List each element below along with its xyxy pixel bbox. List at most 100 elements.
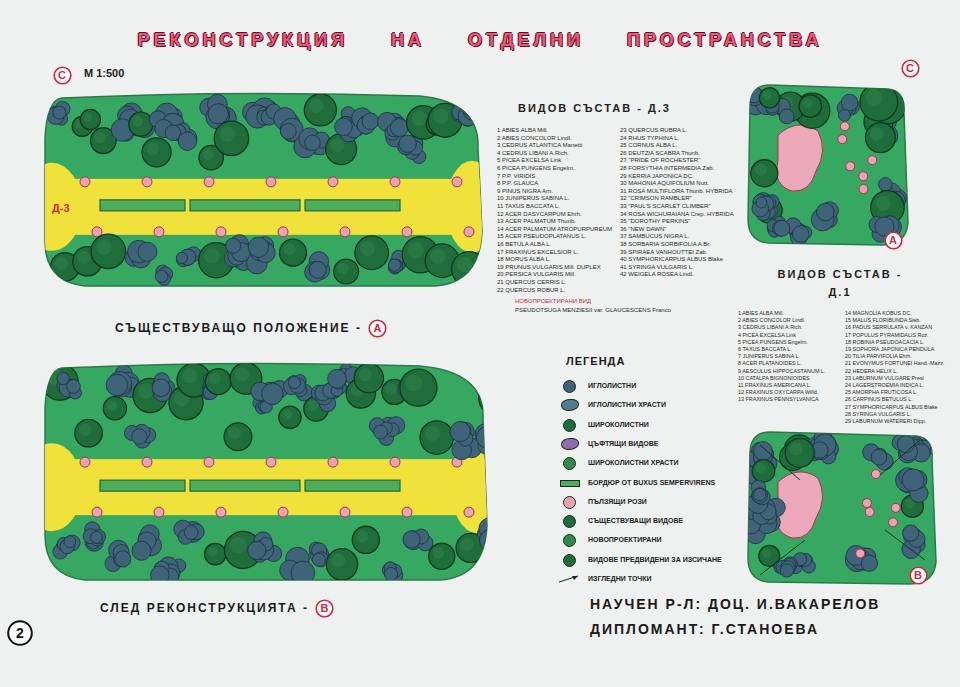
species-entry: 26 CARPINUS BETULUS L. — [845, 397, 913, 403]
species-entry: 36 "NEW DAWN" — [620, 226, 666, 232]
credit-line: НАУЧЕН Р-Л: ДОЦ. И.ВАКАРЕЛОВ — [590, 597, 880, 612]
buxus-border — [100, 480, 185, 491]
tree-highlight — [386, 383, 397, 394]
view-arrow — [572, 576, 578, 580]
conifer-cluster — [902, 525, 925, 559]
conifer — [779, 109, 794, 124]
species-entry: 21 EVONYMUS FORTUNEI Hand.-Mazz. — [845, 361, 944, 367]
legend-heading: ЛЕГЕНДА — [566, 356, 625, 368]
plan-a — [22, 93, 498, 286]
rose-dot — [266, 457, 276, 467]
circle-letter: В — [315, 599, 334, 618]
species-entry: 27 "PRIDE OF ROCHESTER" — [620, 157, 700, 163]
conifer-cluster — [125, 240, 157, 268]
tree-highlight — [755, 164, 767, 176]
species-entry: 20 TILIA PARVIFOLIA Ehrh. — [845, 354, 912, 360]
broadleaf-tree — [355, 236, 389, 270]
conifer — [280, 123, 296, 139]
species-entry: 24 LAGERSTROEMIA INDICA L. — [845, 383, 924, 389]
sheet-number: 2 — [7, 620, 33, 646]
sheet-title: РЕКОНСТРУКЦИЯ НА ОТДЕЛНИ ПРОСТРАНСТВА — [0, 30, 960, 51]
conifer — [486, 428, 503, 445]
conifer — [490, 528, 511, 549]
conifer-cluster — [132, 525, 162, 561]
conifer-cluster — [892, 435, 930, 463]
conifer — [309, 261, 326, 278]
conifer — [903, 525, 919, 541]
conifer — [399, 135, 417, 153]
circle-letter: А — [884, 231, 903, 250]
legend-text: ПЪЛЗЯЩИ РОЗИ — [588, 498, 647, 505]
conifer-cluster — [111, 103, 155, 141]
alley — [40, 179, 490, 235]
conifer-cluster — [165, 123, 197, 151]
conifer-cluster — [309, 542, 328, 567]
tree-highlight — [138, 383, 153, 398]
conifer — [178, 132, 197, 151]
tree-highlight — [182, 368, 197, 383]
broadleaf-tree — [452, 252, 487, 287]
conifer — [132, 541, 151, 560]
conifer — [470, 104, 488, 122]
tree-highlight — [484, 386, 499, 401]
rose-dot — [92, 507, 102, 517]
tree-highlight — [866, 89, 883, 106]
broadleaf-tree — [334, 259, 359, 284]
rose-dot — [278, 227, 288, 237]
legend-text: ШИРОКОЛИСТНИ ХРАСТИ — [588, 459, 679, 466]
rose-dot — [859, 172, 868, 181]
tree-highlight — [55, 257, 68, 270]
tree-highlight — [412, 111, 427, 126]
rose-dot — [464, 227, 474, 237]
species-entry: 2 ABIES CONCOLOR Lindl. — [738, 318, 805, 324]
alley-end — [22, 443, 82, 531]
mark-circle: А — [368, 319, 387, 338]
species-entry: 10 CATALPA BIGNONIOIDES — [738, 376, 810, 382]
conifer — [335, 118, 353, 136]
tree-highlight — [209, 373, 221, 385]
conifer-cluster — [53, 535, 80, 559]
view-line — [559, 576, 578, 582]
species-entry: 16 BETULA ALBA L. — [497, 241, 551, 247]
species-entry: 14 ACER PALMATUM ATROPURPUREUM — [497, 226, 612, 232]
species-entry: 23 LABURNUM VULGARE Presl — [845, 376, 924, 382]
species-entry: 37 SAMBUCUS NIGRA L. — [620, 233, 689, 239]
conifer-cluster — [752, 194, 774, 220]
species-entry: 28 FORSYTHIA INTERMEDIA Zab. — [620, 165, 714, 171]
credit-line: ДИПЛОМАНТ: Г.СТАНОЕВА — [590, 622, 819, 637]
conifer — [752, 488, 768, 504]
circle-letter: А — [368, 319, 387, 338]
rose-dot — [142, 177, 152, 187]
tree-highlight — [430, 249, 445, 264]
conifer — [871, 449, 887, 465]
species-entry: 1 ABIES ALBA Mill. — [738, 311, 784, 317]
mark-circle: С — [53, 66, 72, 85]
circle-letter: 2 — [7, 620, 33, 646]
conifer — [64, 536, 76, 548]
conifer-cluster — [863, 444, 894, 470]
plan-caption: СЛЕД РЕКОНСТРУКЦИЯТА - — [100, 602, 309, 615]
tree-highlight — [762, 549, 771, 558]
conifer-cluster — [477, 518, 511, 551]
species-entry: 38 SORBARIA SORBIFOLIA A.Br. — [620, 241, 711, 247]
rose-dot — [452, 177, 462, 187]
conifer — [465, 99, 480, 114]
conifer-cluster — [251, 381, 288, 405]
legend-swatch — [563, 496, 576, 509]
legend-text: ИЗГЛЕДНИ ТОЧКИ — [588, 575, 652, 582]
rose-dot — [390, 457, 400, 467]
broadleaf-tree — [279, 239, 306, 266]
broadleaf-tree — [205, 369, 231, 395]
conifer-cluster — [403, 529, 433, 551]
conifer — [152, 379, 170, 397]
conifer — [792, 226, 809, 243]
conifer — [463, 101, 482, 120]
legend-swatch — [560, 480, 580, 487]
species-entry: 31 ROSA MULTIFLORA Thunb. HYBRIDA — [620, 188, 733, 194]
conifer — [132, 429, 147, 444]
species-entry: 15 MALUS FLORIBUNDA Sieb. — [845, 318, 921, 324]
conifer-cluster — [751, 480, 770, 505]
conifer — [91, 531, 103, 543]
rose-dot — [142, 457, 152, 467]
rose-dot — [464, 507, 474, 517]
